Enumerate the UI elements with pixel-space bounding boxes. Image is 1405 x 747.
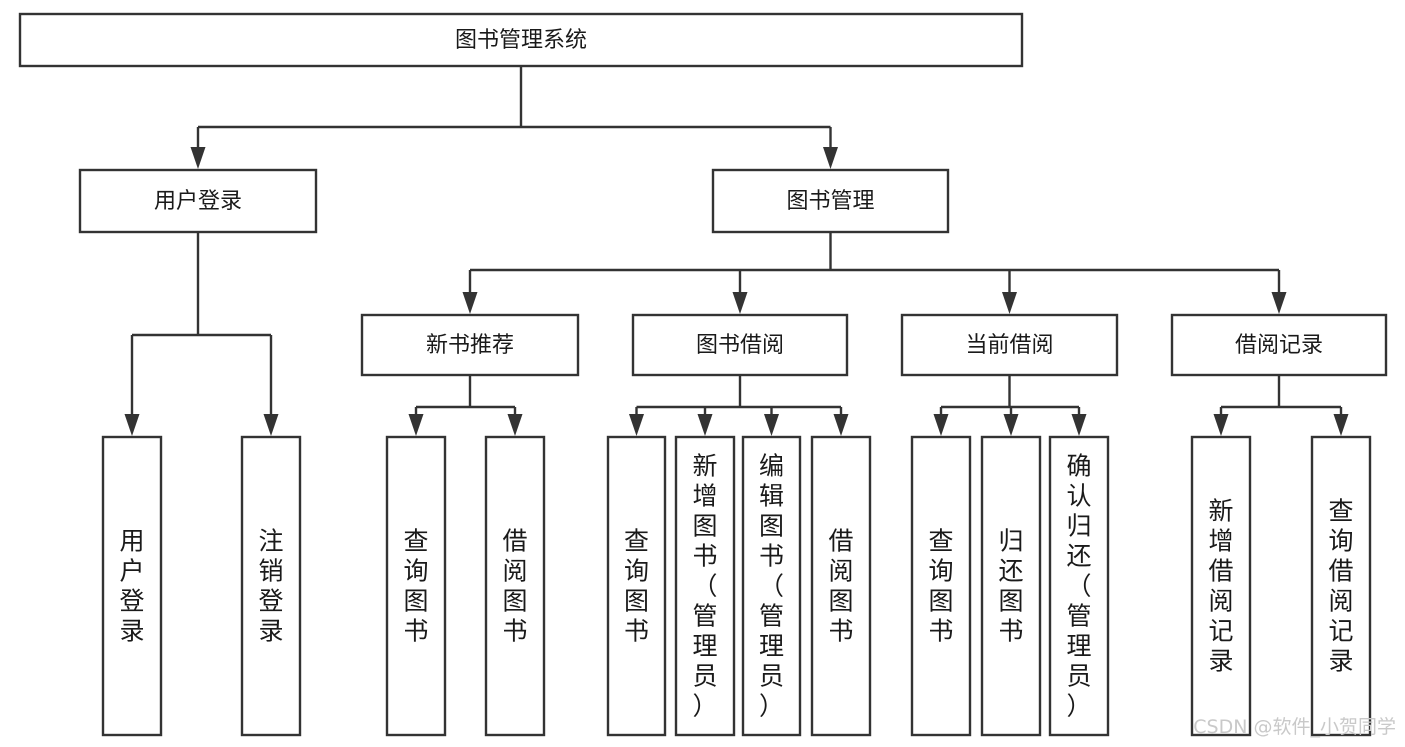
node-box-leaf-bb-query[interactable]: [606, 435, 667, 737]
node-box-leaf-cb-confirm[interactable]: [1048, 435, 1110, 737]
arrow-head-icon: [933, 414, 949, 436]
arrow-head-icon: [507, 414, 523, 436]
node-label-leaf-cb-confirm: 确认归还（管理员）: [1066, 451, 1091, 720]
arrow-head-icon: [1333, 414, 1349, 436]
node-label-leaf-cb-query: 查询图书: [928, 526, 953, 645]
node-label-user-login: 用户登录: [154, 189, 242, 214]
node-box-leaf-br-add[interactable]: [1190, 435, 1252, 737]
node-label-borrow-record: 借阅记录: [1235, 333, 1323, 358]
node-label-leaf-br-query: 查询借阅记录: [1328, 496, 1353, 675]
arrow-head-icon: [697, 414, 713, 436]
connector-group-book-borrow-to-leaves: [629, 375, 849, 436]
node-label-book-borrow: 图书借阅: [696, 333, 784, 358]
node-box-leaf-bb-add[interactable]: [674, 435, 736, 737]
node-leaf-bb-edit[interactable]: 编辑图书（管理员）: [741, 435, 802, 737]
arrow-head-icon: [629, 414, 644, 436]
node-box-leaf-rec-borrow[interactable]: [484, 435, 546, 737]
node-label-leaf-bb-edit: 编辑图书（管理员）: [759, 451, 784, 720]
arrow-head-icon: [1071, 414, 1087, 436]
node-leaf-logout[interactable]: 注销登录: [240, 435, 302, 737]
node-leaf-br-query[interactable]: 查询借阅记录: [1310, 435, 1372, 737]
node-label-leaf-bb-add: 新增图书（管理员）: [692, 451, 717, 720]
node-box-new-book-rec[interactable]: [360, 313, 580, 377]
connector-group-root-to-level1: [190, 66, 838, 169]
node-box-leaf-user-login[interactable]: [101, 435, 163, 737]
node-label-root: 图书管理系统: [455, 28, 587, 53]
arrow-head-icon: [124, 414, 140, 436]
arrow-head-icon: [1213, 414, 1229, 436]
node-borrow-record[interactable]: 借阅记录: [1170, 313, 1388, 377]
node-leaf-cb-query[interactable]: 查询图书: [910, 435, 972, 737]
connector-group-borrow-record-to-leaves: [1213, 375, 1349, 436]
connector-layer: [124, 66, 1349, 436]
node-book-borrow[interactable]: 图书借阅: [631, 313, 849, 377]
node-box-borrow-record[interactable]: [1170, 313, 1388, 377]
connector-group-book-manage-to-level2: [462, 232, 1287, 314]
node-box-leaf-logout[interactable]: [240, 435, 302, 737]
node-leaf-br-add[interactable]: 新增借阅记录: [1190, 435, 1252, 737]
connector-group-current-borrow-to-leaves: [933, 375, 1087, 436]
node-label-book-manage: 图书管理: [786, 189, 874, 214]
node-label-leaf-bb-query: 查询图书: [624, 526, 649, 645]
node-leaf-bb-add[interactable]: 新增图书（管理员）: [674, 435, 736, 737]
node-leaf-rec-borrow[interactable]: 借阅图书: [484, 435, 546, 737]
node-leaf-bb-borrow[interactable]: 借阅图书: [810, 435, 872, 737]
connector-group-user-login-to-leaves: [124, 232, 279, 436]
node-box-leaf-bb-borrow[interactable]: [810, 435, 872, 737]
node-current-borrow[interactable]: 当前借阅: [900, 313, 1119, 377]
node-box-book-borrow[interactable]: [631, 313, 849, 377]
arrow-head-icon: [823, 147, 838, 169]
arrow-head-icon: [190, 147, 206, 169]
node-label-leaf-cb-return: 归还图书: [998, 526, 1023, 645]
node-book-manage[interactable]: 图书管理: [711, 168, 950, 234]
connector-group-new-book-rec-to-leaves: [408, 375, 523, 436]
node-box-book-manage[interactable]: [711, 168, 950, 234]
node-box-root[interactable]: [18, 12, 1024, 68]
node-leaf-rec-query[interactable]: 查询图书: [385, 435, 447, 737]
node-box-leaf-cb-return[interactable]: [980, 435, 1042, 737]
node-leaf-cb-confirm[interactable]: 确认归还（管理员）: [1048, 435, 1110, 737]
node-box-user-login[interactable]: [78, 168, 318, 234]
arrow-head-icon: [732, 292, 748, 314]
node-label-leaf-logout: 注销登录: [258, 526, 283, 645]
node-leaf-cb-return[interactable]: 归还图书: [980, 435, 1042, 737]
arrow-head-icon: [408, 414, 424, 436]
node-label-leaf-br-add: 新增借阅记录: [1208, 496, 1233, 675]
node-label-leaf-rec-borrow: 借阅图书: [502, 526, 527, 645]
node-user-login[interactable]: 用户登录: [78, 168, 318, 234]
node-label-current-borrow: 当前借阅: [965, 333, 1053, 358]
arrow-head-icon: [1271, 292, 1287, 314]
node-root[interactable]: 图书管理系统: [18, 12, 1024, 68]
csdn-watermark: CSDN @软件_小贺同学: [1193, 716, 1396, 738]
node-label-leaf-user-login: 用户登录: [119, 526, 144, 645]
node-label-new-book-rec: 新书推荐: [426, 333, 514, 358]
node-label-leaf-bb-borrow: 借阅图书: [828, 526, 853, 645]
arrow-head-icon: [1002, 292, 1017, 314]
node-box-leaf-bb-edit[interactable]: [741, 435, 802, 737]
arrow-head-icon: [833, 414, 849, 436]
node-leaf-user-login[interactable]: 用户登录: [101, 435, 163, 737]
node-box-leaf-rec-query[interactable]: [385, 435, 447, 737]
node-label-leaf-rec-query: 查询图书: [403, 526, 428, 645]
node-box-leaf-br-query[interactable]: [1310, 435, 1372, 737]
node-leaf-bb-query[interactable]: 查询图书: [606, 435, 667, 737]
arrow-head-icon: [462, 292, 478, 314]
arrow-head-icon: [1003, 414, 1019, 436]
node-layer: 图书管理系统用户登录图书管理新书推荐图书借阅当前借阅借阅记录用户登录注销登录查询…: [18, 12, 1388, 737]
arrow-head-icon: [263, 414, 279, 436]
node-box-leaf-cb-query[interactable]: [910, 435, 972, 737]
arrow-head-icon: [764, 414, 779, 436]
node-box-current-borrow[interactable]: [900, 313, 1119, 377]
node-new-book-rec[interactable]: 新书推荐: [360, 313, 580, 377]
